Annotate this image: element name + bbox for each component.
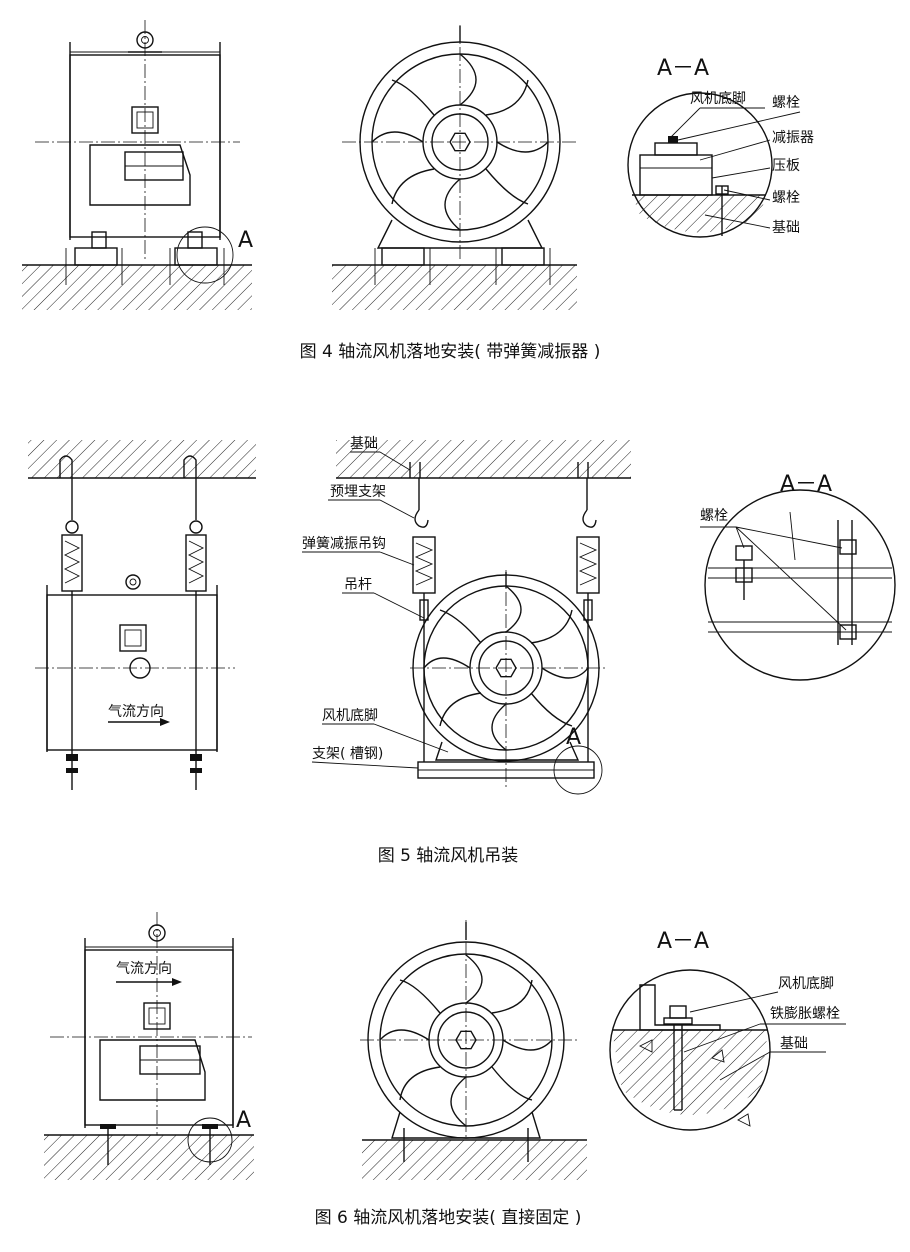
fig5-caption: 图 5 轴流风机吊装 <box>378 846 519 866</box>
fig5-label-rod: 吊杆 <box>344 577 372 593</box>
fig5-label-fan-base: 风机底脚 <box>322 708 378 724</box>
fig6-label-expansion-bolt: 铁膨胀螺栓 <box>770 1005 840 1022</box>
fig5-label-spring-hook: 弹簧减振吊钩 <box>302 536 386 552</box>
fig6-detail-aa: A－A 风机底脚 铁膨胀螺栓 基础 <box>609 929 846 1131</box>
fig4-caption: 图 4 轴流风机落地安装( 带弹簧减振器 ) <box>300 342 601 362</box>
fig6-impeller-blades <box>379 954 553 1127</box>
fig6-label-fan-base: 风机底脚 <box>778 976 834 992</box>
fig5-airflow-label: 气流方向 <box>108 704 164 720</box>
fig4-label-bolt-1: 螺栓 <box>772 95 800 111</box>
fig4-detail-title: A－A <box>657 56 709 81</box>
fig4-impeller-blades <box>371 53 549 231</box>
fig5-leader-lines <box>302 451 449 769</box>
fig5-label-channel-support: 支架( 槽钢) <box>312 746 383 762</box>
fig4-view-mark: A <box>238 228 253 253</box>
fig6-view-mark: A <box>236 1108 251 1133</box>
fig4-leader-lines <box>669 107 801 229</box>
fig6-leader-lines <box>683 991 846 1081</box>
fig6-detail-title: A－A <box>657 929 709 954</box>
fig5-label-foundation: 基础 <box>350 435 378 452</box>
fig4-detail-aa: A－A 风机底脚 螺栓 减振器 压板 螺栓 基础 <box>627 56 814 238</box>
fig6-front-view <box>360 920 587 1180</box>
fig5-impeller-blades <box>423 585 589 751</box>
fig4-front-view <box>332 25 578 310</box>
fig5-label-embedded-support: 预埋支架 <box>330 484 386 500</box>
figure-6: 气流方向 A <box>44 912 846 1228</box>
fig6-side-view: 气流方向 A <box>44 912 254 1180</box>
fig5-front-view: A 基础 预埋支架 弹簧减振吊钩 吊杆 风机底脚 支架( 槽钢) <box>302 435 631 795</box>
fig5-side-view: 气流方向 <box>28 440 256 790</box>
fig5-detail-aa: A－A 螺栓 <box>700 472 896 681</box>
fig4-label-bolt-2: 螺栓 <box>772 190 800 206</box>
fig4-label-damper: 减振器 <box>772 130 814 146</box>
fig4-label-fan-base: 风机底脚 <box>690 91 746 107</box>
figure-5: 气流方向 <box>28 435 896 866</box>
fig6-label-foundation: 基础 <box>780 1035 808 1052</box>
fig6-airflow-label: 气流方向 <box>116 961 172 977</box>
fig4-label-plate: 压板 <box>772 158 800 174</box>
fig5-detail-label-bolt: 螺栓 <box>700 508 728 524</box>
figure-4: A <box>22 20 814 362</box>
fig4-side-view: A <box>22 20 253 310</box>
fig4-label-foundation: 基础 <box>772 219 800 236</box>
fig5-view-mark: A <box>566 725 581 750</box>
fig6-caption: 图 6 轴流风机落地安装( 直接固定 ) <box>315 1208 582 1228</box>
